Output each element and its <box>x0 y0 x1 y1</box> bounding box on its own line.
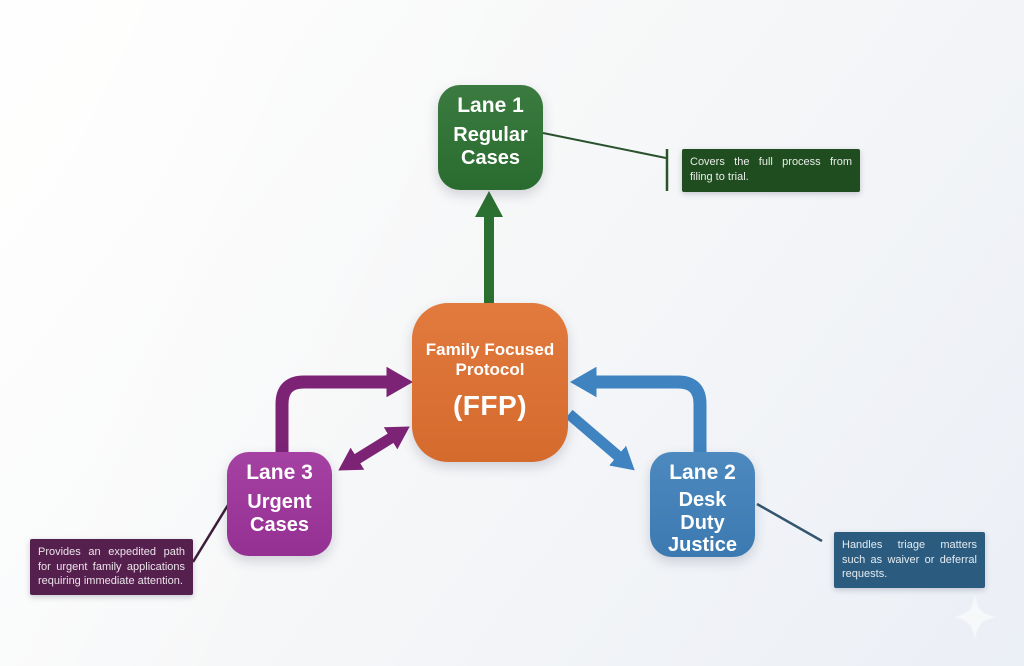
lane2-title: Lane 2 <box>669 461 736 484</box>
lane2-subtitle: Desk Duty Justice <box>668 489 737 556</box>
lane1-note-connector <box>542 132 667 159</box>
lane2-note-connector <box>756 502 823 543</box>
lane2-to-ffp-elbow-arrow <box>570 366 707 452</box>
ffp-subtitle: (FFP) <box>452 389 528 421</box>
lane3-ffp-double-arrow <box>338 426 410 471</box>
sparkle-icon <box>954 594 996 640</box>
node-lane1: Lane 1 Regular Cases <box>438 85 543 190</box>
note-lane3: Provides an expedited path for urgent fa… <box>30 539 193 595</box>
note-lane2: Handles triage matters such as waiver or… <box>834 532 985 588</box>
node-lane2: Lane 2 Desk Duty Justice <box>650 452 755 557</box>
ffp-title: Family Focused Protocol <box>425 340 555 380</box>
lane1-subtitle: Regular Cases <box>453 124 528 169</box>
node-ffp: Family Focused Protocol (FFP) <box>412 303 568 462</box>
lane3-note-connector <box>191 504 230 563</box>
ffp-to-lane2-arrow <box>565 409 635 471</box>
lane3-to-ffp-elbow-arrow <box>275 366 413 452</box>
lane1-title: Lane 1 <box>457 94 524 117</box>
lane3-title: Lane 3 <box>246 461 313 484</box>
node-lane3: Lane 3 Urgent Cases <box>227 452 332 556</box>
lane3-subtitle: Urgent Cases <box>247 491 312 536</box>
note-lane1: Covers the full process from filing to t… <box>682 149 860 192</box>
